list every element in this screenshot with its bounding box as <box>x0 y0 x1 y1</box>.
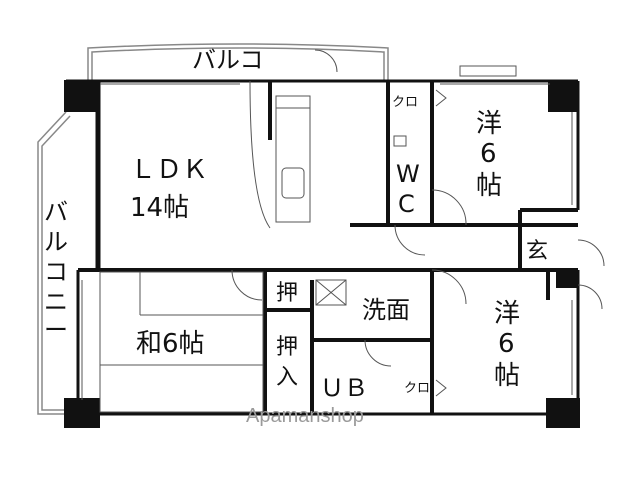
east-bedroom-name: 洋 <box>494 299 520 329</box>
ldk-size: 14帖 <box>130 193 189 223</box>
side-balcony-line5: ー <box>44 316 68 344</box>
side-balcony <box>37 111 71 415</box>
oshiire-line2: 入 <box>276 365 298 390</box>
wc-line2: C <box>398 190 415 218</box>
closet-bottom-label: クロ <box>404 381 430 396</box>
side-balcony-line2: ル <box>44 228 68 256</box>
wc-line1: W <box>396 160 420 188</box>
room-labels: ＬＤＫ 14帖 洋 6 帖 洋 6 帖 和6帖 W C 洗面 ＵＢ 玄 クロ ク… <box>44 46 548 402</box>
side-balcony-line1: バ <box>44 198 68 226</box>
closet-top-label: クロ <box>392 95 418 110</box>
unit-bath-label: ＵＢ <box>320 374 368 402</box>
fixtures <box>81 49 605 413</box>
west-bedroom-size-unit: 帖 <box>476 171 502 201</box>
interior-walls <box>263 81 578 414</box>
outer-walls <box>66 79 580 416</box>
east-bedroom-size-6: 6 <box>498 329 515 359</box>
entrance-label: 玄 <box>526 239 548 264</box>
top-balcony <box>87 43 389 80</box>
top-balcony-label: バルコ <box>192 46 264 74</box>
west-bedroom-name: 洋 <box>476 109 502 139</box>
pillars <box>64 80 580 428</box>
west-bedroom-size-6: 6 <box>480 139 497 169</box>
side-balcony-line3: コ <box>44 258 68 286</box>
oshi-small-label: 押 <box>276 281 298 306</box>
washitsu-label: 和6帖 <box>136 329 205 359</box>
watermark: Apamanshop <box>246 405 364 427</box>
east-bedroom-size-unit: 帖 <box>494 361 520 391</box>
side-balcony-line4: ニ <box>44 288 68 316</box>
washroom-label: 洗面 <box>362 296 410 324</box>
ldk-name: ＬＤＫ <box>130 155 208 185</box>
oshiire-line1: 押 <box>276 335 298 360</box>
